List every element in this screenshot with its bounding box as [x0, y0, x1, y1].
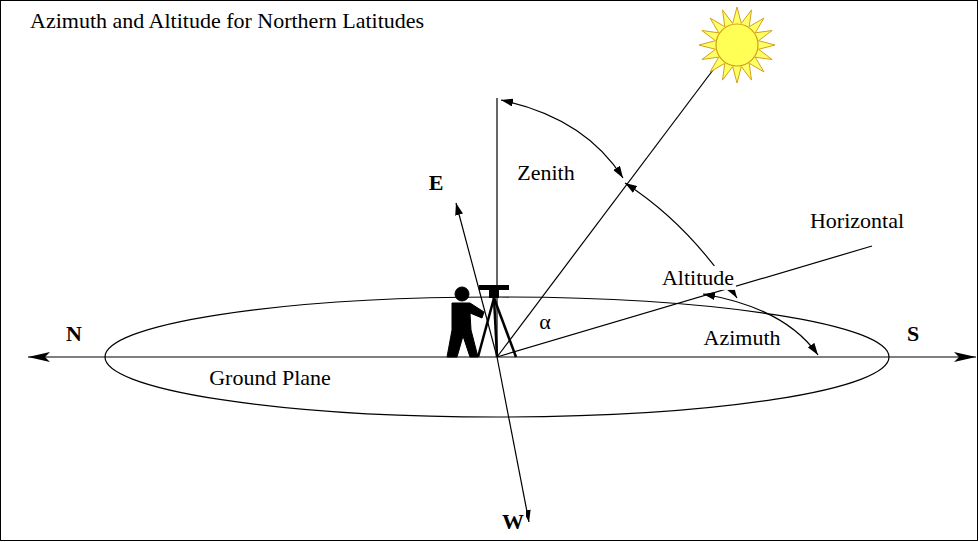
altitude-arc	[625, 183, 737, 298]
sun-line	[497, 58, 722, 357]
diagram-title: Azimuth and Altitude for Northern Latitu…	[30, 9, 424, 33]
direction-label: E	[427, 171, 446, 195]
angle-symbol: α	[537, 310, 553, 334]
observer	[447, 285, 516, 357]
direction-label: S	[905, 322, 921, 346]
angle-label: Azimuth	[702, 326, 783, 350]
zenith-line	[496, 98, 497, 357]
angle-label: Zenith	[515, 161, 576, 185]
direction-label: W	[500, 510, 526, 534]
sun	[699, 7, 775, 83]
direction-label: N	[64, 322, 84, 346]
angle-label: Altitude	[660, 266, 736, 290]
plane-label: Ground Plane	[207, 366, 333, 390]
west-arrow	[497, 357, 529, 522]
horizontal-line	[497, 246, 872, 357]
line-label: Horizontal	[808, 209, 906, 233]
north-axis	[28, 356, 497, 357]
south-axis	[497, 356, 976, 357]
